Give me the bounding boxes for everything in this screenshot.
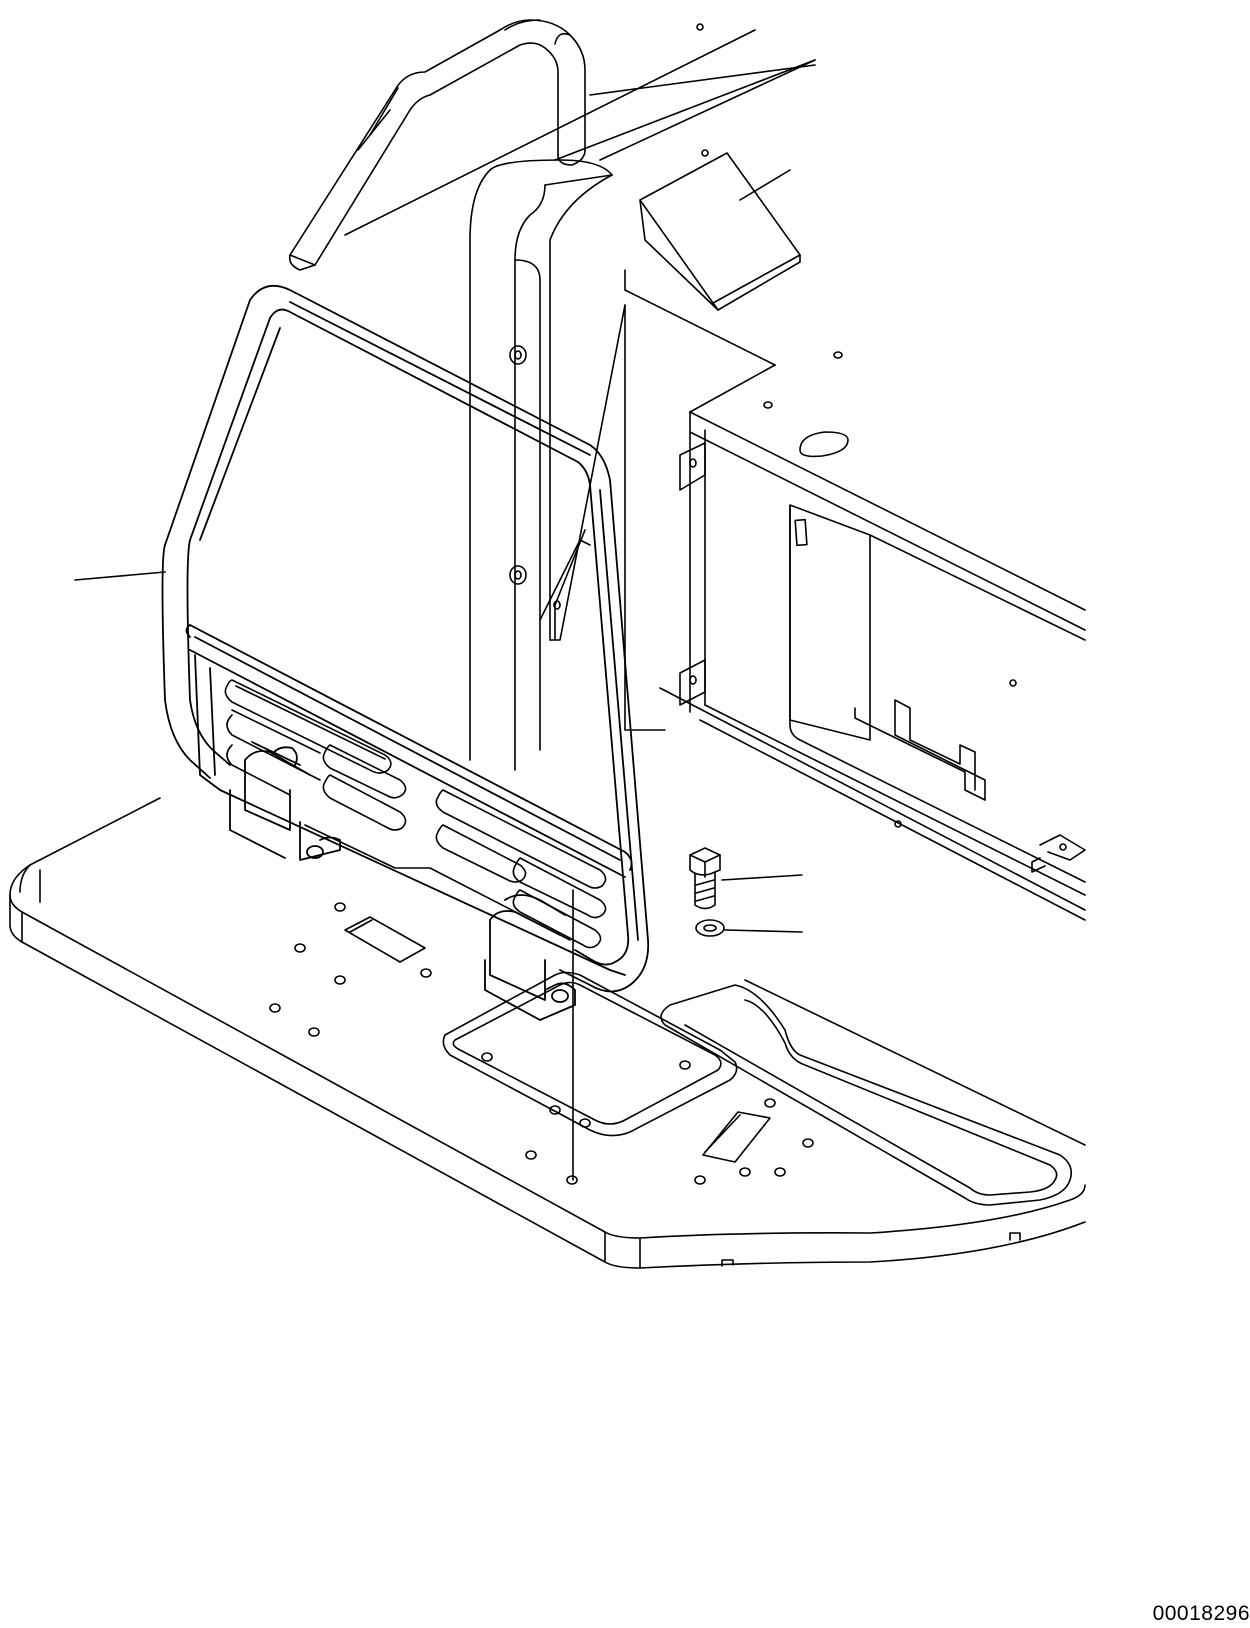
drawing-part-number: 00018296 bbox=[1152, 1602, 1250, 1625]
washer-icon bbox=[696, 920, 724, 936]
bolt-icon bbox=[690, 848, 720, 909]
rear-grab-rail bbox=[290, 20, 625, 770]
handrail-slots bbox=[225, 680, 605, 948]
cab-frame bbox=[345, 24, 1085, 1145]
handrail-icon bbox=[163, 286, 649, 1020]
floor-plate bbox=[10, 798, 1085, 1268]
leader-lines bbox=[75, 572, 802, 1180]
floor-holes bbox=[270, 903, 813, 1184]
